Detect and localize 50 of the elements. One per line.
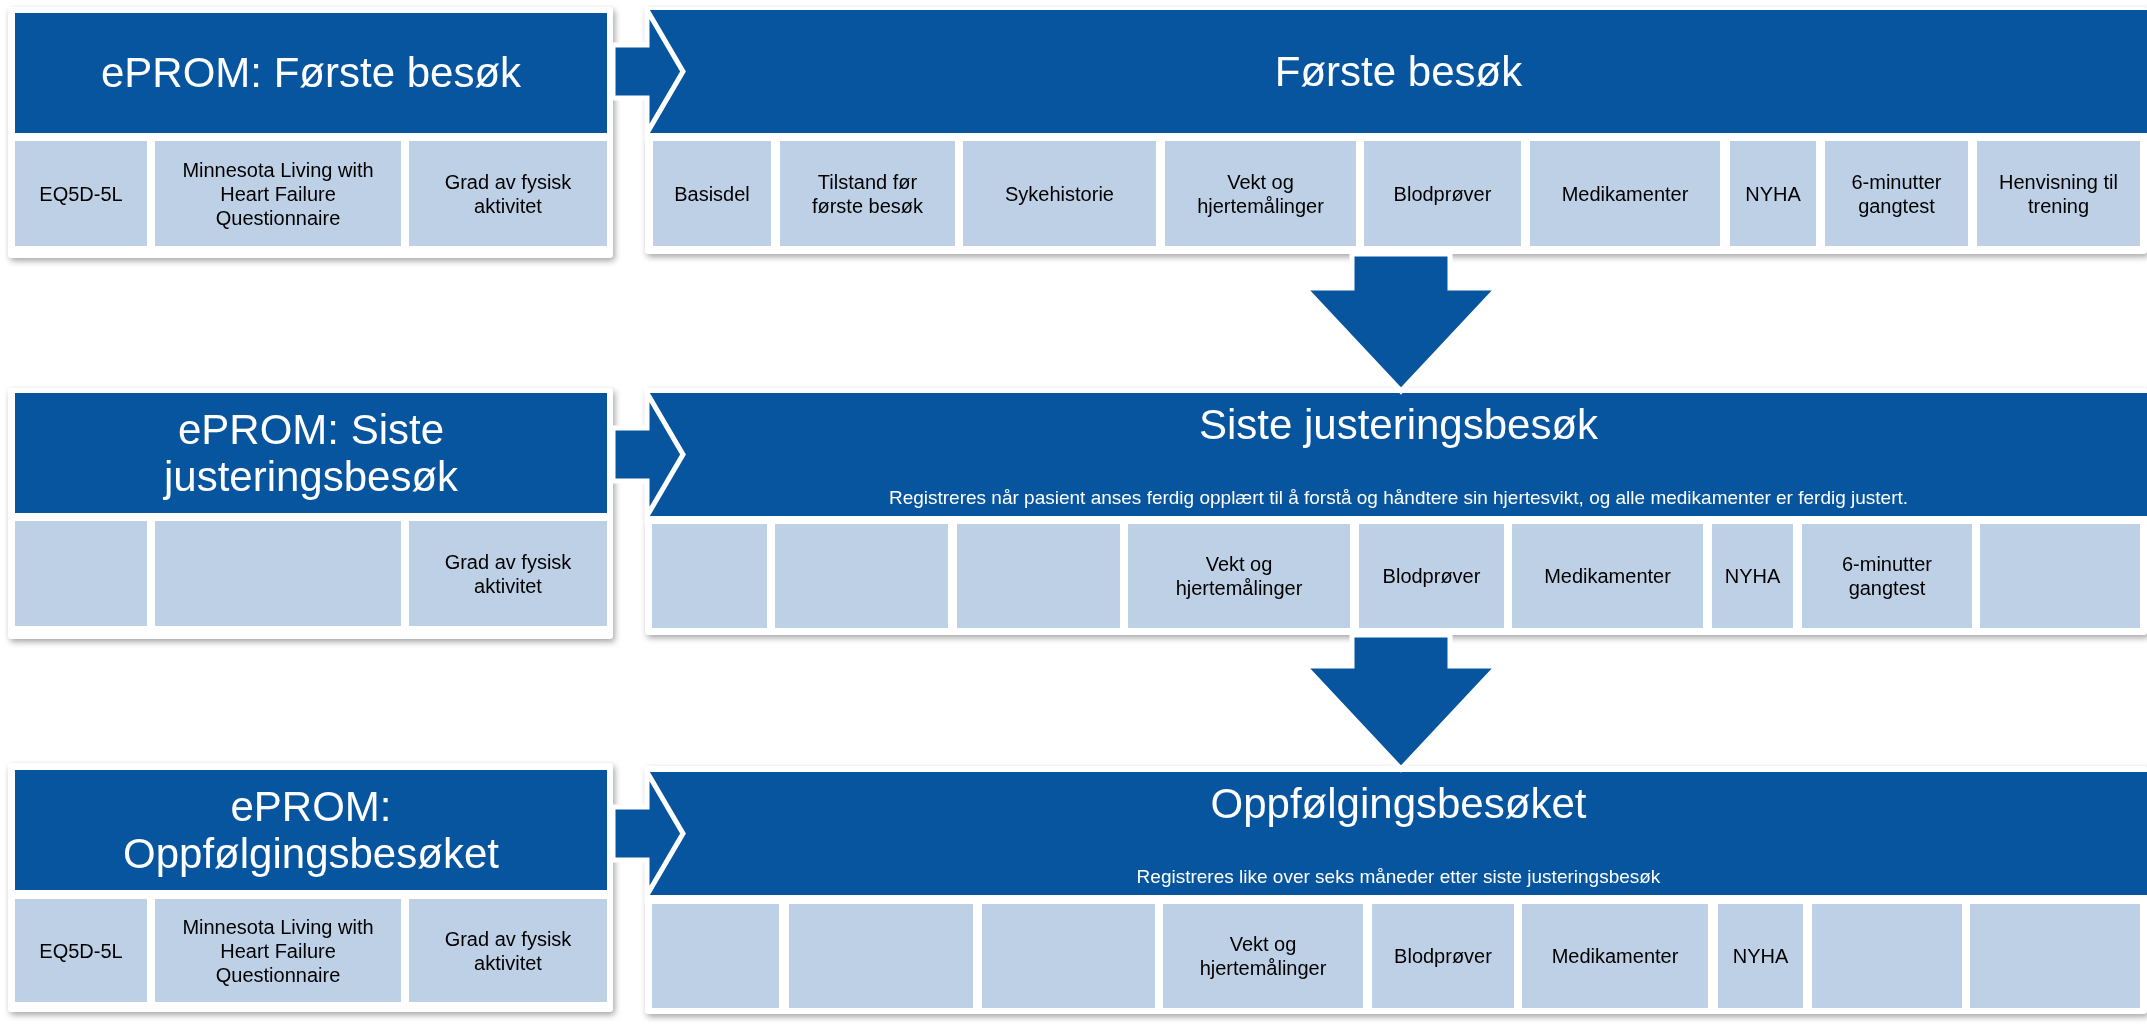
panel-title: Siste justeringsbesøk	[1198, 401, 1599, 449]
item-cell: Minnesota Living with Heart Failure Questionnaire	[155, 141, 401, 246]
item-cell: 6-minutter gangtest	[1802, 524, 1972, 628]
item-cell: Minnesota Living with Heart Failure Questionnaire	[155, 899, 401, 1002]
empty-cell	[155, 521, 401, 626]
item-cell: Grad av fysisk aktivitet	[409, 521, 607, 626]
panel-card	[8, 388, 613, 639]
item-cell: NYHA	[1712, 524, 1793, 628]
panel-card	[8, 7, 613, 258]
empty-cell	[652, 904, 779, 1008]
panel-description: Registreres når pasient anses ferdig opplært til å forstå og håndtere sin hjertesvikt, og alle medikamenter er ferdig justert.	[888, 487, 1909, 510]
panel-title: ePROM: Oppfølgingsbesøket	[122, 782, 500, 878]
panel-card	[645, 766, 2147, 1014]
item-cell: Sykehistorie	[963, 141, 1156, 246]
empty-cell	[1970, 904, 2140, 1008]
item-cell: NYHA	[1730, 141, 1816, 246]
item-cell: Grad av fysisk aktivitet	[409, 899, 607, 1002]
item-cell: EQ5D-5L	[15, 899, 147, 1002]
empty-cell	[982, 904, 1155, 1008]
item-cell: Medikamenter	[1530, 141, 1720, 246]
panel-title: ePROM: Siste justeringsbesøk	[162, 405, 460, 501]
item-cell: Henvisning til trening	[1977, 141, 2140, 246]
item-cell: Blodprøver	[1364, 141, 1521, 246]
panel-description: Registreres like over seks måneder etter siste justeringsbesøk	[1136, 866, 1661, 889]
panel-title: ePROM: Første besøk	[100, 49, 522, 97]
panel-title: Oppfølgingsbesøket	[1210, 780, 1587, 828]
empty-cell	[1980, 524, 2140, 628]
item-cell: Vekt og hjertemålinger	[1165, 141, 1356, 246]
item-cell: Tilstand før første besøk	[780, 141, 955, 246]
item-cell: Medikamenter	[1512, 524, 1703, 628]
empty-cell	[957, 524, 1120, 628]
item-cell: 6-minutter gangtest	[1825, 141, 1968, 246]
item-cell: Basisdel	[653, 141, 771, 246]
panel-card	[645, 388, 2147, 635]
item-cell: Grad av fysisk aktivitet	[409, 141, 607, 246]
item-cell: Blodprøver	[1372, 904, 1514, 1008]
empty-cell	[1812, 904, 1962, 1008]
empty-cell	[789, 904, 973, 1008]
item-cell: EQ5D-5L	[15, 141, 147, 246]
item-cell: Medikamenter	[1522, 904, 1708, 1008]
panel-card	[645, 7, 2147, 254]
empty-cell	[775, 524, 948, 628]
item-cell: NYHA	[1718, 904, 1803, 1008]
panel-title: Første besøk	[1274, 48, 1523, 95]
item-cell: Vekt og hjertemålinger	[1128, 524, 1350, 628]
item-cell: Blodprøver	[1359, 524, 1504, 628]
item-cell: Vekt og hjertemålinger	[1163, 904, 1363, 1008]
empty-cell	[15, 521, 147, 626]
panel-card	[8, 763, 613, 1012]
empty-cell	[652, 524, 767, 628]
